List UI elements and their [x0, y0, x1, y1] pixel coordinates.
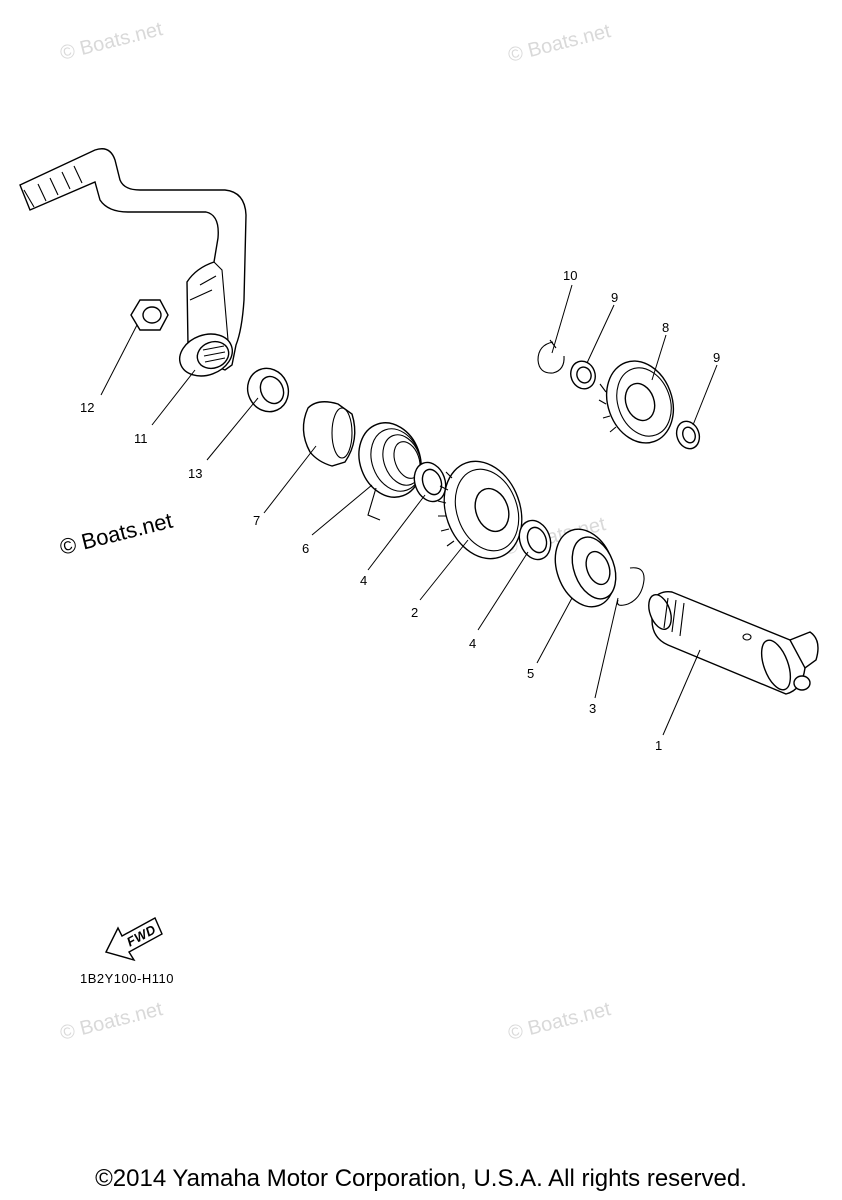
- circlip-drawing: [537, 339, 565, 374]
- kick-axle-drawing: [648, 590, 819, 695]
- leader-lines: [100, 284, 718, 736]
- washer-drawing: [413, 461, 447, 503]
- washer-drawing: [675, 420, 701, 450]
- kick-gear-drawing: [437, 460, 523, 560]
- callout-10: 10: [563, 268, 577, 283]
- callout-6: 6: [302, 541, 309, 556]
- callout-1: 1: [655, 738, 662, 753]
- watermark: © Boats.net: [58, 18, 165, 65]
- idle-gear-drawing: [598, 360, 675, 444]
- callout-3: 3: [589, 701, 596, 716]
- callout-8: 8: [662, 320, 669, 335]
- washer-drawing: [518, 519, 552, 561]
- watermark: © Boats.net: [57, 508, 175, 560]
- circlip-drawing: [616, 567, 645, 606]
- oil-seal-drawing: [246, 367, 290, 413]
- washer-drawing: [570, 360, 596, 390]
- kick-lever-drawing: [19, 148, 247, 377]
- ratchet-wheel-drawing: [554, 528, 617, 608]
- callout-13: 13: [188, 466, 202, 481]
- copyright-notice: ©2014 Yamaha Motor Corporation, U.S.A. A…: [95, 1165, 747, 1192]
- callout-7: 7: [253, 513, 260, 528]
- collar-drawing: [302, 401, 356, 467]
- callout-12: 12: [80, 400, 94, 415]
- callout-9: 9: [713, 350, 720, 365]
- callout-4: 4: [469, 636, 476, 651]
- diagram-code: 1B2Y100-H110: [80, 971, 174, 986]
- watermark: © Boats.net: [506, 998, 613, 1045]
- torsion-spring-drawing: [358, 422, 422, 521]
- callout-4: 4: [360, 573, 367, 588]
- callout-2: 2: [411, 605, 418, 620]
- nut-drawing: [130, 299, 169, 331]
- watermark: © Boats.net: [58, 998, 165, 1045]
- callout-9: 9: [611, 290, 618, 305]
- callout-5: 5: [527, 666, 534, 681]
- callout-11: 11: [134, 431, 148, 446]
- watermark: © Boats.net: [506, 20, 613, 67]
- fwd-arrow-icon: FWD: [104, 917, 163, 962]
